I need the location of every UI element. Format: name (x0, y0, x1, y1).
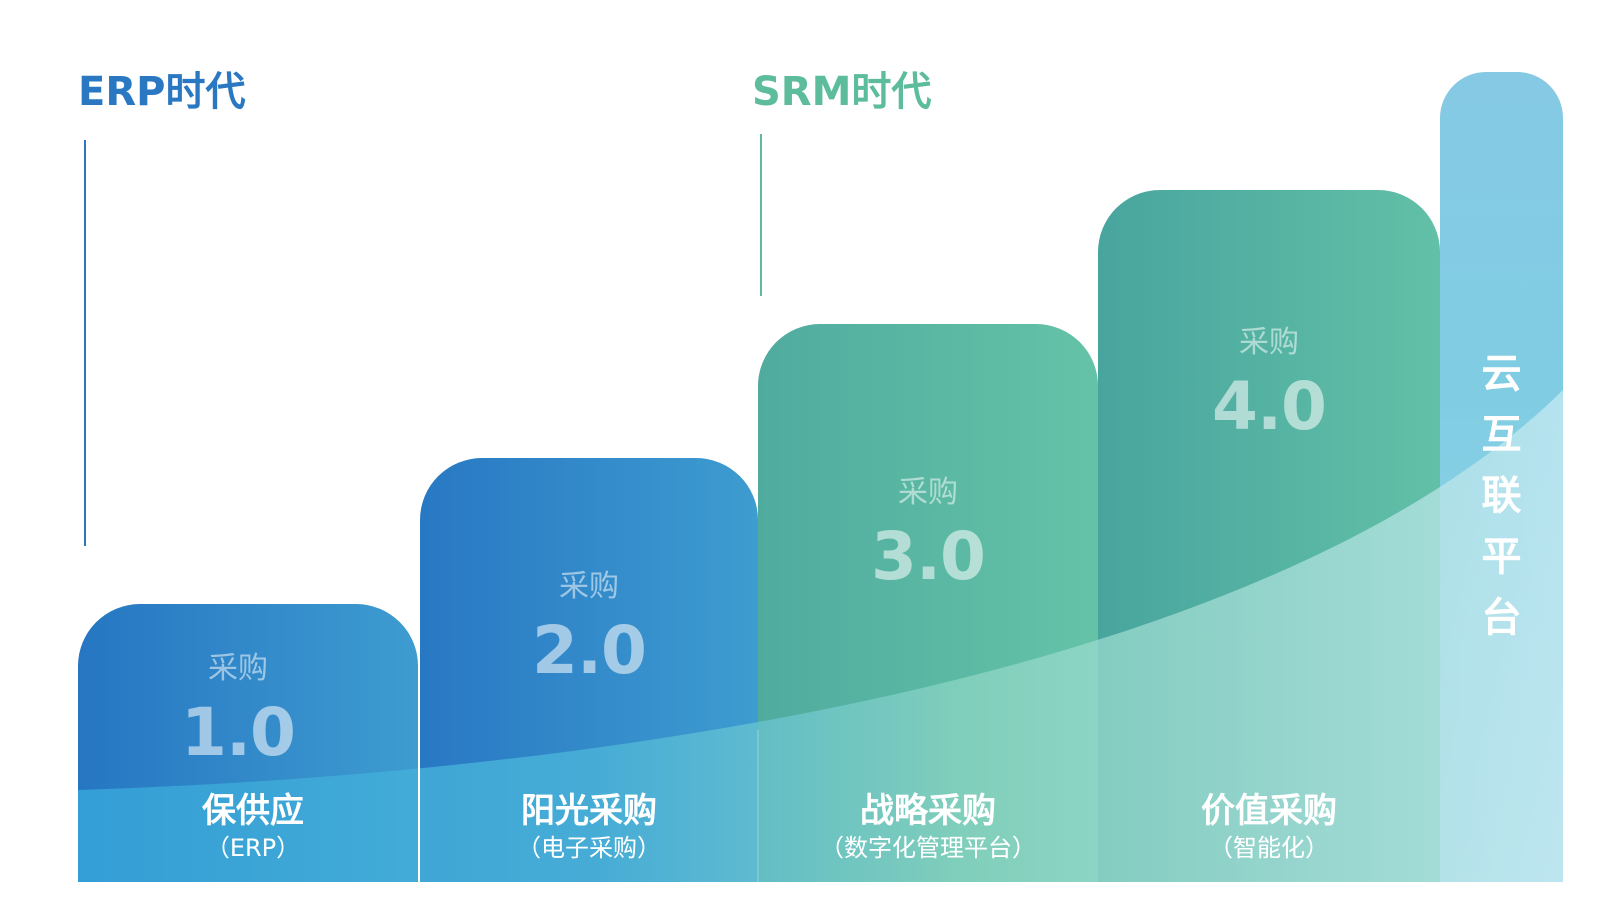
stage-note: （电子采购） (517, 834, 661, 862)
stage-prefix: 采购 (1239, 325, 1299, 360)
era-title-erp: ERP时代 (78, 69, 246, 115)
stage-prefix: 采购 (898, 475, 958, 510)
stage-block-procurement-2: 采购 2.0 阳光采购 （电子采购） (420, 458, 758, 882)
stage-name: 保供应 (202, 791, 304, 831)
stage-name: 阳光采购 (521, 791, 657, 831)
stage-prefix: 采购 (208, 651, 268, 686)
stage-name: 价值采购 (1201, 791, 1337, 831)
stage-prefix: 采购 (559, 569, 619, 604)
stage-block-procurement-3: 采购 3.0 战略采购 （数字化管理平台） (758, 324, 1098, 882)
cloud-platform-bar: 云 互 联 平 台 (1440, 72, 1563, 882)
stage-version: 1.0 (181, 694, 296, 771)
era-title-srm: SRM时代 (752, 69, 932, 115)
era-divider-srm (760, 134, 762, 296)
stage-note: （ERP） (205, 834, 301, 862)
stage-block-procurement-1: 采购 1.0 保供应 （ERP） (78, 604, 418, 882)
stage-name: 战略采购 (860, 791, 996, 831)
cloud-platform-label: 云 互 联 平 台 (1481, 351, 1522, 641)
stage-version: 2.0 (532, 612, 647, 689)
era-divider-erp (84, 140, 86, 546)
stage-note: （智能化） (1209, 834, 1329, 862)
stage-note: （数字化管理平台） (820, 834, 1036, 862)
stage-version: 4.0 (1212, 368, 1327, 445)
stage-block-procurement-4: 采购 4.0 价值采购 （智能化） (1098, 190, 1440, 882)
stage-version: 3.0 (871, 518, 986, 595)
